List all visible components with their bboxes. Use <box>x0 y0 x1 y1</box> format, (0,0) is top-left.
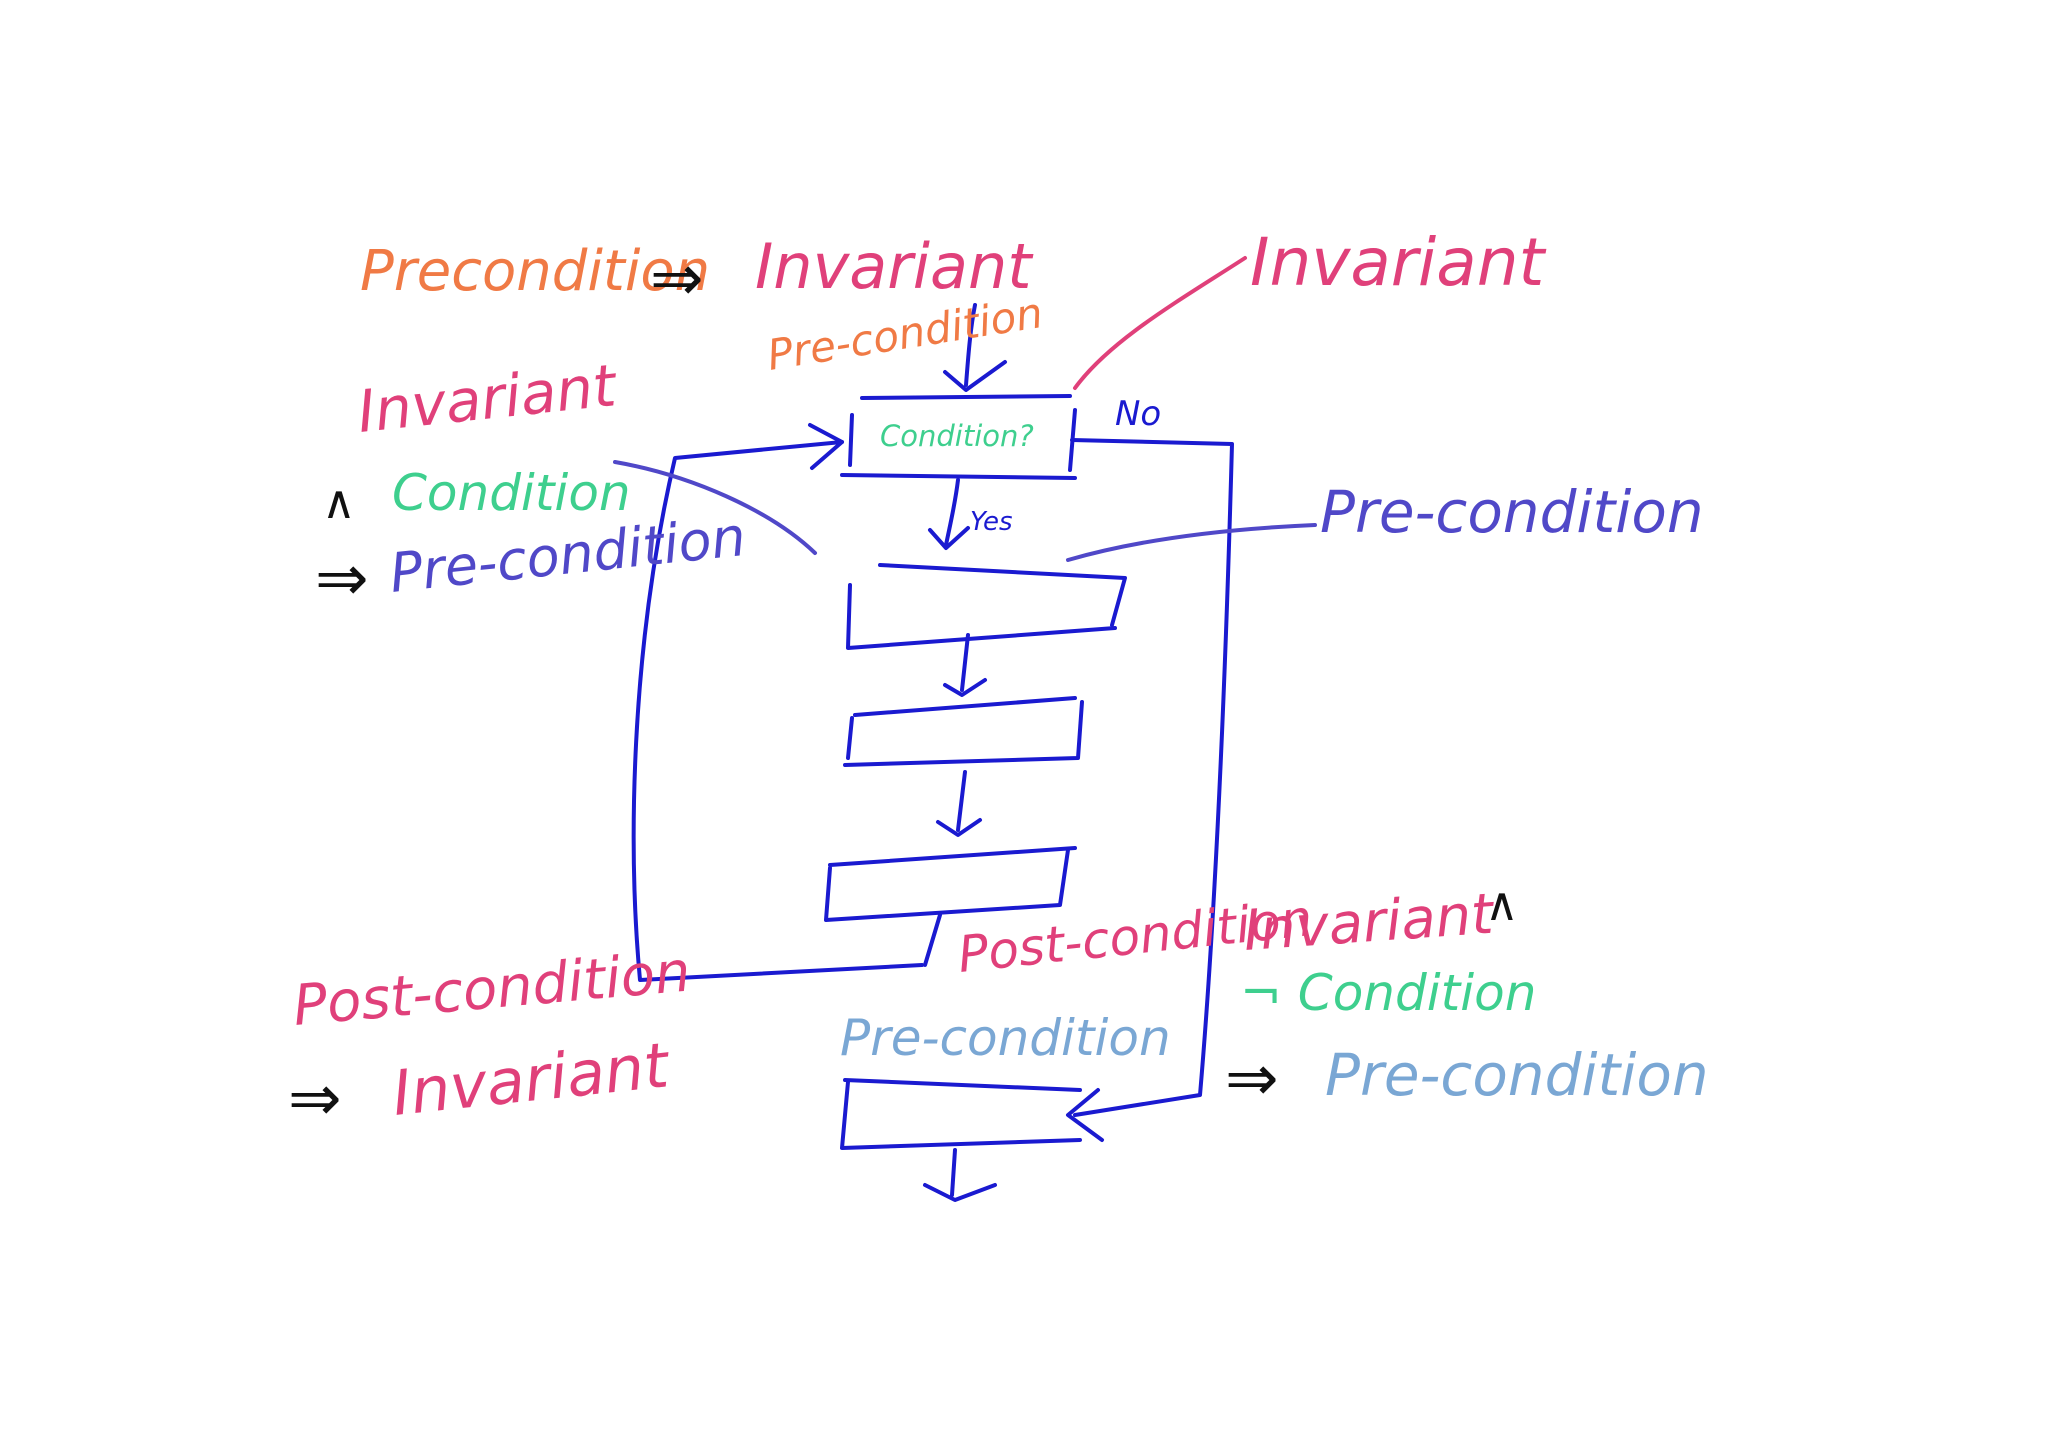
right-implies: ⇒ <box>1225 1042 1279 1116</box>
decision-box: Condition? <box>840 394 1077 480</box>
body-block-3 <box>824 846 1077 967</box>
left-condition: Condition <box>392 464 631 522</box>
exit-arrow <box>923 1148 997 1202</box>
right-precondition-pointer <box>1066 523 1317 562</box>
no-label: No <box>1115 394 1161 434</box>
top-right-invariant: Invariant <box>1250 224 1547 301</box>
body-block-1 <box>846 563 1127 650</box>
decision-label: Condition? <box>880 419 1034 453</box>
flowchart: Condition? Yes No <box>631 303 1234 1202</box>
right-not-condition: ¬ Condition <box>1240 964 1536 1022</box>
right-and: ∧ <box>1485 877 1519 931</box>
top-right-invariant-pointer <box>1073 256 1247 390</box>
left-precondition-pointer <box>613 460 817 555</box>
yes-arrow-head <box>928 526 970 550</box>
bottom-precondition: Pre-condition <box>840 1009 1171 1067</box>
arrow-2-3 <box>936 770 982 837</box>
loop-back-arrow-head <box>808 423 844 470</box>
left-implies: ⇒ <box>315 542 369 616</box>
right-precondition: Pre-condition <box>1320 478 1704 546</box>
annotations: Precondition ⇒ Invariant Pre-condition I… <box>288 224 1709 1136</box>
no-edge-arrow-head <box>1066 1088 1104 1142</box>
bottom-left-implies: ⇒ <box>288 1062 342 1136</box>
top-implies: ⇒ <box>650 242 704 316</box>
yes-label: Yes <box>970 507 1013 537</box>
left-invariant: Invariant <box>354 351 621 446</box>
body-block-2 <box>843 696 1084 767</box>
loop-back-edge <box>631 440 924 982</box>
arrow-1-2 <box>943 633 987 697</box>
bottom-left-postcondition: Post-condition <box>291 939 693 1038</box>
top-left-invariant: Invariant <box>755 230 1034 303</box>
left-and: ∧ <box>322 475 356 529</box>
entry-arrow <box>964 303 977 387</box>
yes-arrow <box>944 478 960 547</box>
right-precondition-after: Pre-condition <box>1325 1041 1709 1109</box>
entry-arrow-head <box>943 360 1007 392</box>
bottom-left-invariant: Invariant <box>389 1028 674 1130</box>
exit-block <box>840 1078 1082 1150</box>
top-left-precondition: Precondition <box>360 239 710 304</box>
